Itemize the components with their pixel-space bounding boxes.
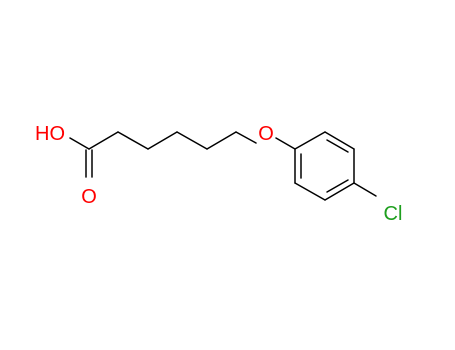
chlorine-label: Cl <box>384 203 403 225</box>
ether-oxygen-label: O <box>258 123 274 145</box>
ring-inner-bond-2 <box>326 179 349 193</box>
bond-o-ring <box>275 137 296 150</box>
ring-bond-1 <box>294 131 326 150</box>
bond-c-oh <box>69 137 90 150</box>
bond-chain-5 <box>206 131 237 150</box>
bond-chain-1 <box>88 131 119 150</box>
bond-chain-3 <box>147 131 178 150</box>
hydroxyl-label: HO <box>35 123 65 145</box>
ring-inner-bond-1 <box>326 139 349 153</box>
ring-bond-4 <box>324 182 355 201</box>
bond-chain-4 <box>176 131 208 150</box>
ring-bond-2 <box>324 131 355 150</box>
bond-chain-2 <box>117 131 149 150</box>
bond-ring-cl <box>353 182 377 197</box>
bond-chain-6 <box>235 131 257 144</box>
carbonyl-oxygen-label: O <box>81 186 97 208</box>
ring-bond-5 <box>294 182 326 201</box>
